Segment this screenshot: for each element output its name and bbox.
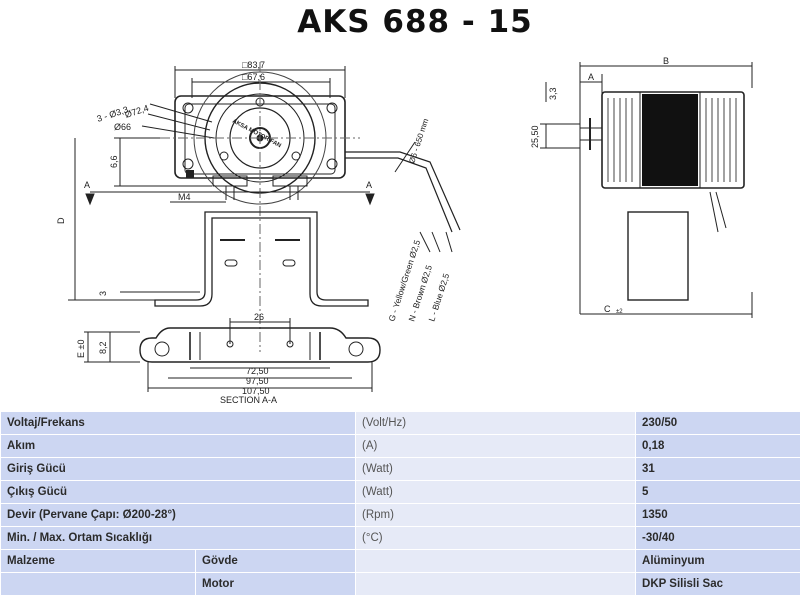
spec-label: Voltaj/Frekans [0, 411, 357, 435]
spec-label: Giriş Gücü [0, 457, 357, 481]
dim-side-c-tol: ±2 [616, 309, 623, 315]
spec-row: Akım(A)0,18 [0, 434, 800, 458]
spec-value: 0,18 [635, 434, 800, 458]
spec-unit: (Watt) [355, 480, 637, 504]
dim-66: 6,6 [109, 155, 119, 168]
wire-l-label: L - Blue Ø2,5 [426, 272, 451, 323]
dim-side-b: B [663, 56, 669, 66]
spec-unit [355, 549, 637, 573]
section-mark-left: A [84, 180, 90, 190]
spec-label: Malzeme [0, 549, 196, 573]
spec-label: Akım [0, 434, 357, 458]
spec-label: Min. / Max. Ortam Sıcaklığı [0, 526, 357, 550]
dim-26: 26 [254, 312, 264, 322]
spec-unit: (°C) [355, 526, 637, 550]
dim-e: E ±0 [76, 340, 86, 358]
spec-value: Alüminyum [635, 549, 800, 573]
dim-107-50: 107,50 [242, 386, 270, 396]
motor-technical-drawing: □83,7 □67,6 Ø72,4 3 - Ø3,3 Ø66 6,6 M4 D … [56, 56, 753, 405]
spec-unit: (A) [355, 434, 637, 458]
dim-side-a: A [588, 72, 594, 82]
spec-label: Devir (Pervane Çapı: Ø200-28°) [0, 503, 357, 527]
spec-sublabel: Gövde [194, 549, 357, 573]
page-title: AKS 688 - 15 [297, 4, 533, 40]
dim-dia-66: Ø66 [114, 122, 131, 132]
spec-value: DKP Silisli Sac [635, 572, 800, 596]
brand-label: AKSA MOTOR FAN [231, 118, 282, 149]
spec-unit [355, 572, 637, 596]
spec-unit: (Rpm) [355, 503, 637, 527]
spec-value: 31 [635, 457, 800, 481]
spec-value: 1350 [635, 503, 800, 527]
dim-outer-box: □83,7 [242, 60, 265, 70]
dim-bend: 3 [98, 291, 108, 296]
spec-row: Voltaj/Frekans(Volt/Hz)230/50 [0, 411, 800, 435]
dim-72-50: 72,50 [246, 366, 269, 376]
spec-row: Giriş Gücü(Watt)31 [0, 457, 800, 481]
spec-row: Çıkış Gücü(Watt)5 [0, 480, 800, 504]
dim-m4: M4 [178, 192, 191, 202]
dim-holes: 3 - Ø3,3 [96, 104, 130, 124]
spec-value: 5 [635, 480, 800, 504]
dim-97-50: 97,50 [246, 376, 269, 386]
spec-row: Motor DKP Silisli Sac [0, 572, 800, 596]
spec-value: 230/50 [635, 411, 800, 435]
spec-sublabel: Motor [194, 572, 357, 596]
spec-label: Çıkış Gücü [0, 480, 357, 504]
spec-value: -30/40 [635, 526, 800, 550]
dim-8-2: 8,2 [98, 341, 108, 354]
dim-side-c: C [604, 304, 611, 314]
spec-row: Min. / Max. Ortam Sıcaklığı(°C)-30/40 [0, 526, 800, 550]
motor-core-section [642, 94, 698, 186]
spec-row: Devir (Pervane Çapı: Ø200-28°)(Rpm)1350 [0, 503, 800, 527]
spec-label [0, 572, 196, 596]
section-title: SECTION A-A [220, 395, 277, 405]
dim-inner-box: □67,6 [242, 72, 265, 82]
dim-d: D [56, 217, 66, 224]
spec-unit: (Watt) [355, 457, 637, 481]
dim-side-3-3: 3,3 [548, 87, 558, 100]
dim-cable: Ø6 - 650 mm [407, 117, 430, 164]
spec-unit: (Volt/Hz) [355, 411, 637, 435]
section-mark-right: A [366, 180, 372, 190]
dim-side-25-50: 25,50 [530, 125, 540, 148]
